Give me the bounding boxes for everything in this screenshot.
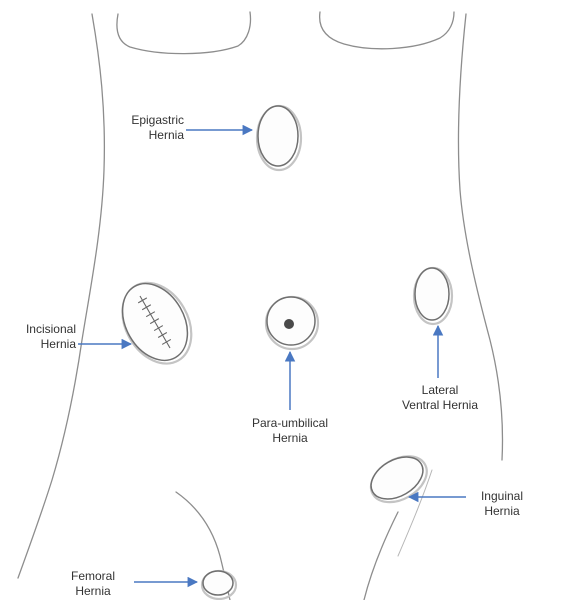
para-umbilical-hernia-label: Para-umbilical Hernia [230,416,350,446]
incisional-hernia-label: Incisional Hernia [4,322,76,352]
femoral-hernia-bulge [202,571,236,599]
incisional-hernia-bulge [109,270,206,375]
right-leg-fold [364,512,398,600]
inguinal-hernia-label: Inguinal Hernia [466,489,538,519]
para-umbilical-label-line2: Hernia [230,431,350,446]
umbilicus-icon [284,319,294,329]
femoral-hernia-label: Femoral Hernia [54,569,132,599]
para-umbilical-label-line1: Para-umbilical [230,416,350,431]
left-chest-contour [117,12,251,54]
left-torso-side [18,14,104,578]
epigastric-hernia-bulge [257,106,301,170]
right-chest-contour [320,12,454,49]
para-umbilical-hernia-bulge [266,297,318,349]
inguinal-label-line2: Hernia [466,504,538,519]
lateral-ventral-label-line2: Ventral Hernia [385,398,495,413]
epigastric-label-line1: Epigastric [108,113,184,128]
lateral-ventral-hernia-bulge [414,268,452,324]
incisional-label-line1: Incisional [4,322,76,337]
lateral-ventral-label-line1: Lateral [385,383,495,398]
incisional-label-line2: Hernia [4,337,76,352]
femoral-label-line2: Hernia [54,584,132,599]
inguinal-hernia-bulge [363,447,435,512]
lateral-ventral-hernia-label: Lateral Ventral Hernia [385,383,495,413]
femoral-label-line1: Femoral [54,569,132,584]
epigastric-hernia-label: Epigastric Hernia [108,113,184,143]
epigastric-label-line2: Hernia [108,128,184,143]
inguinal-label-line1: Inguinal [466,489,538,504]
